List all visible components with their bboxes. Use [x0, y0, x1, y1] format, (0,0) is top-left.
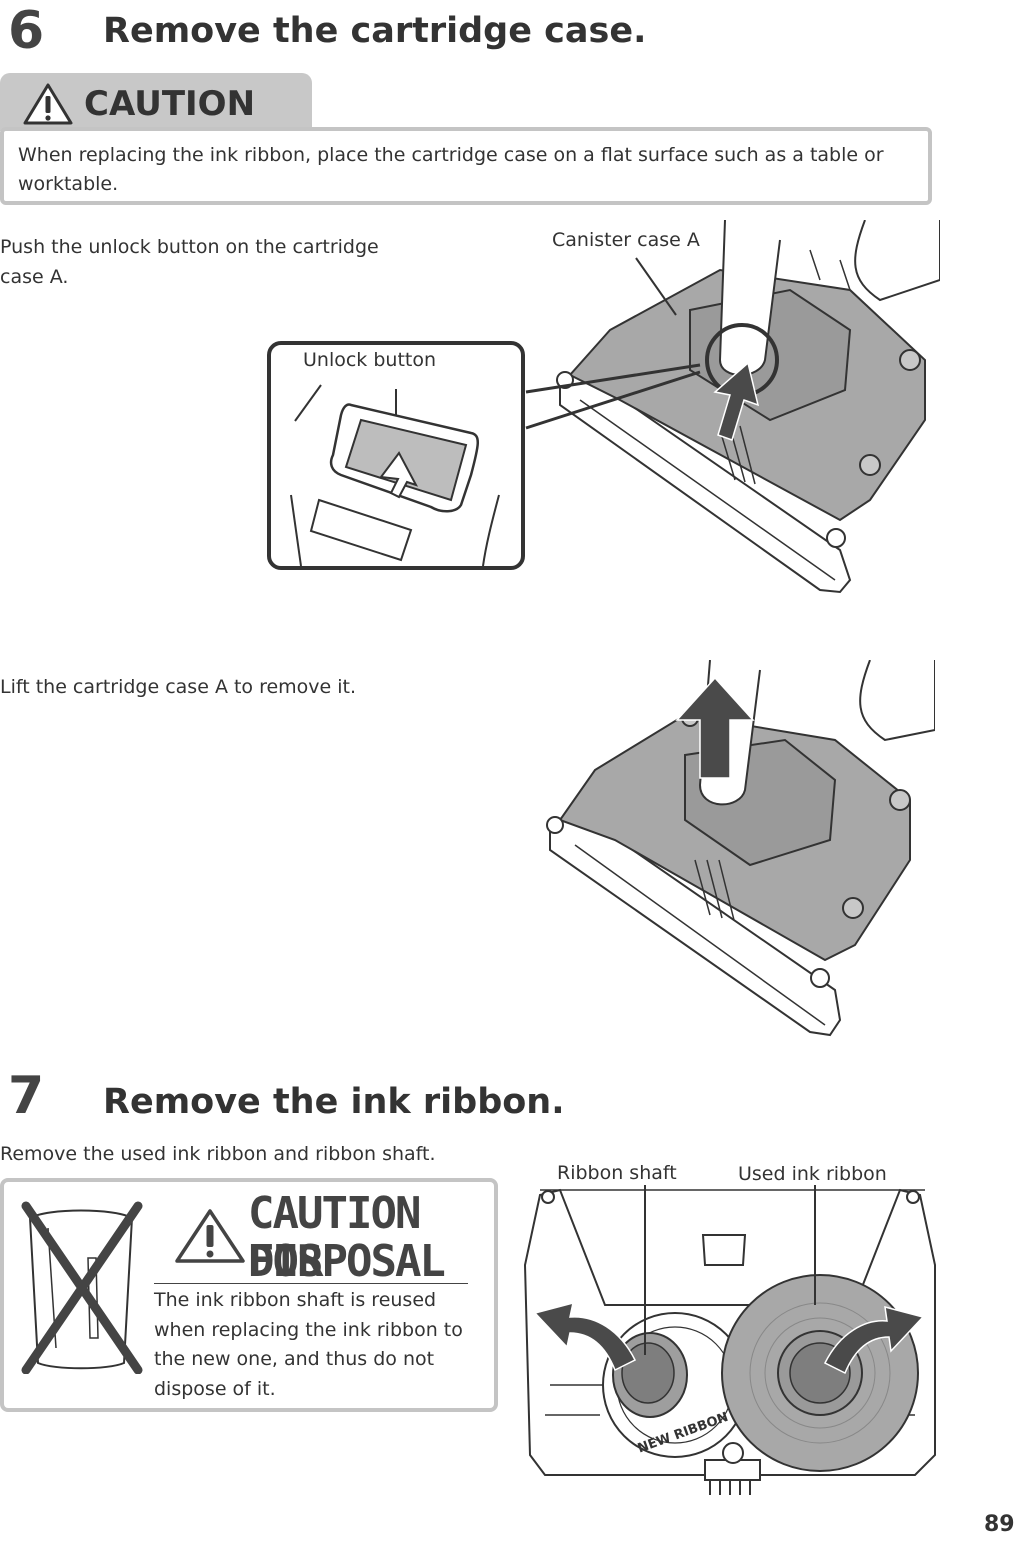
step-title-7: Remove the ink ribbon. — [103, 1082, 565, 1122]
disposal-title-line2: DISPOSAL — [248, 1236, 446, 1287]
disposal-divider — [154, 1283, 468, 1284]
canister-case-label: Canister case A — [552, 229, 700, 251]
step-number-7: 7 — [8, 1066, 45, 1126]
disposal-caution-box: CAUTION FOR DISPOSAL The ink ribbon shaf… — [0, 1178, 498, 1412]
ribbon-removal-illustration: NEW RIBBON — [523, 1185, 936, 1495]
caution-box: When replacing the ink ribbon, place the… — [0, 127, 932, 205]
callout-lines — [525, 257, 701, 430]
cartridge-push-illustration — [556, 220, 940, 594]
do-not-dispose-shaft-icon — [21, 1201, 143, 1374]
disposal-text: The ink ribbon shaft is reused when repl… — [154, 1289, 463, 1400]
instruction-remove-ribbon: Remove the used ink ribbon and ribbon sh… — [0, 1143, 436, 1165]
disposal-warning-icon — [175, 1209, 245, 1263]
disposal-title-line1: CAUTION FOR — [248, 1188, 421, 1287]
used-ink-ribbon-label: Used ink ribbon — [738, 1163, 887, 1185]
instruction-lift: Lift the cartridge case A to remove it. — [0, 676, 357, 698]
cartridge-lift-illustration — [546, 660, 935, 1037]
instruction-unlock: Push the unlock button on the cartridge … — [0, 236, 379, 288]
page-number: 89 — [984, 1512, 1015, 1537]
ribbon-shaft-label: Ribbon shaft — [557, 1162, 677, 1184]
unlock-button-label: Unlock button — [303, 349, 437, 371]
unlock-button-inset: Unlock button — [267, 341, 525, 570]
caution-text: When replacing the ink ribbon, place the… — [18, 144, 884, 195]
caution-label: CAUTION — [84, 84, 256, 124]
warning-icon — [23, 83, 73, 125]
step-number: 6 — [8, 1, 45, 61]
step-title: Remove the cartridge case. — [103, 11, 647, 51]
